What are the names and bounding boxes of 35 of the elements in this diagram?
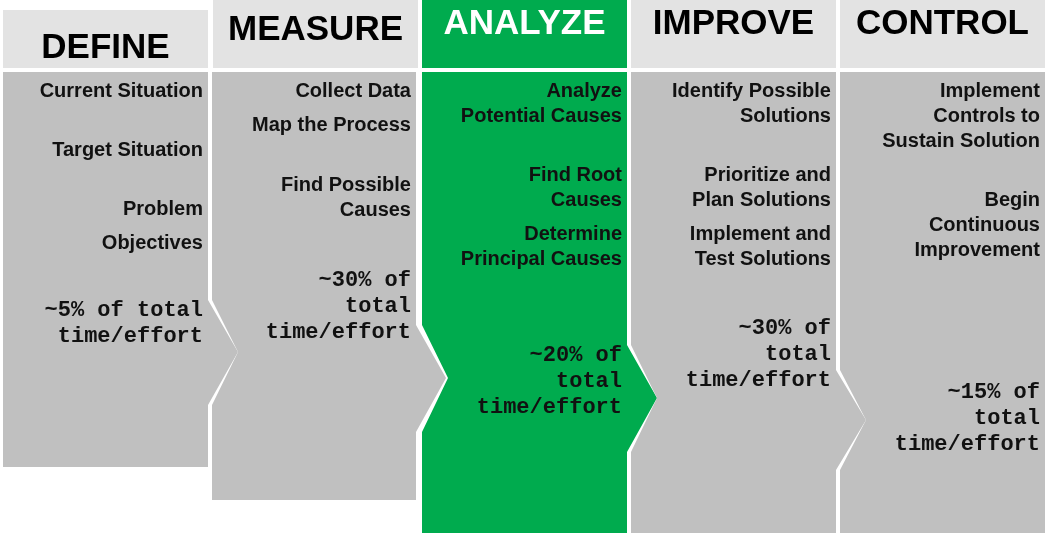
step-text: Implement and Test Solutions — [688, 221, 831, 271]
phase-header — [3, 10, 208, 68]
step-text: Collect Data — [294, 78, 411, 103]
effort-share-text: ~20% of total time/effort — [475, 343, 622, 421]
phase-header — [213, 0, 418, 68]
step-text: Find Possible Causes — [279, 172, 411, 222]
chevron-panel — [212, 72, 446, 500]
phase-header — [422, 0, 627, 68]
chevron-panel — [840, 72, 1045, 533]
step-text: Find Root Causes — [527, 162, 622, 212]
phase-header — [631, 0, 836, 68]
step-text: Map the Process — [251, 112, 411, 137]
phase-title: CONTROL — [854, 2, 1030, 42]
step-text: Identify Possible Solutions — [671, 78, 831, 128]
effort-share-text: ~15% of total time/effort — [893, 380, 1040, 458]
step-text: Objectives — [100, 230, 203, 255]
effort-share-text: ~30% of total time/effort — [684, 316, 831, 394]
phase-title: IMPROVE — [651, 2, 816, 42]
step-text: Analyze Potential Causes — [459, 78, 622, 128]
effort-share-text: ~5% of total time/effort — [43, 298, 203, 350]
step-text: Target Situation — [51, 137, 203, 162]
step-text: Current Situation — [38, 78, 203, 103]
chevron-panel — [422, 72, 657, 533]
step-text: Determine Principal Causes — [459, 221, 622, 271]
step-text: Prioritize and Plan Solutions — [691, 162, 831, 212]
chevron-panel — [3, 72, 238, 467]
step-text: Begin Continuous Improvement — [913, 187, 1040, 262]
effort-share-text: ~30% of total time/effort — [264, 268, 411, 346]
phase-title: MEASURE — [227, 8, 404, 48]
phase-header — [840, 0, 1045, 68]
step-text: Problem — [121, 196, 203, 221]
phase-title: ANALYZE — [442, 2, 607, 42]
step-text: Implement Controls to Sustain Solution — [881, 78, 1040, 153]
phase-title: DEFINE — [40, 26, 171, 66]
chevron-panel — [631, 72, 866, 533]
